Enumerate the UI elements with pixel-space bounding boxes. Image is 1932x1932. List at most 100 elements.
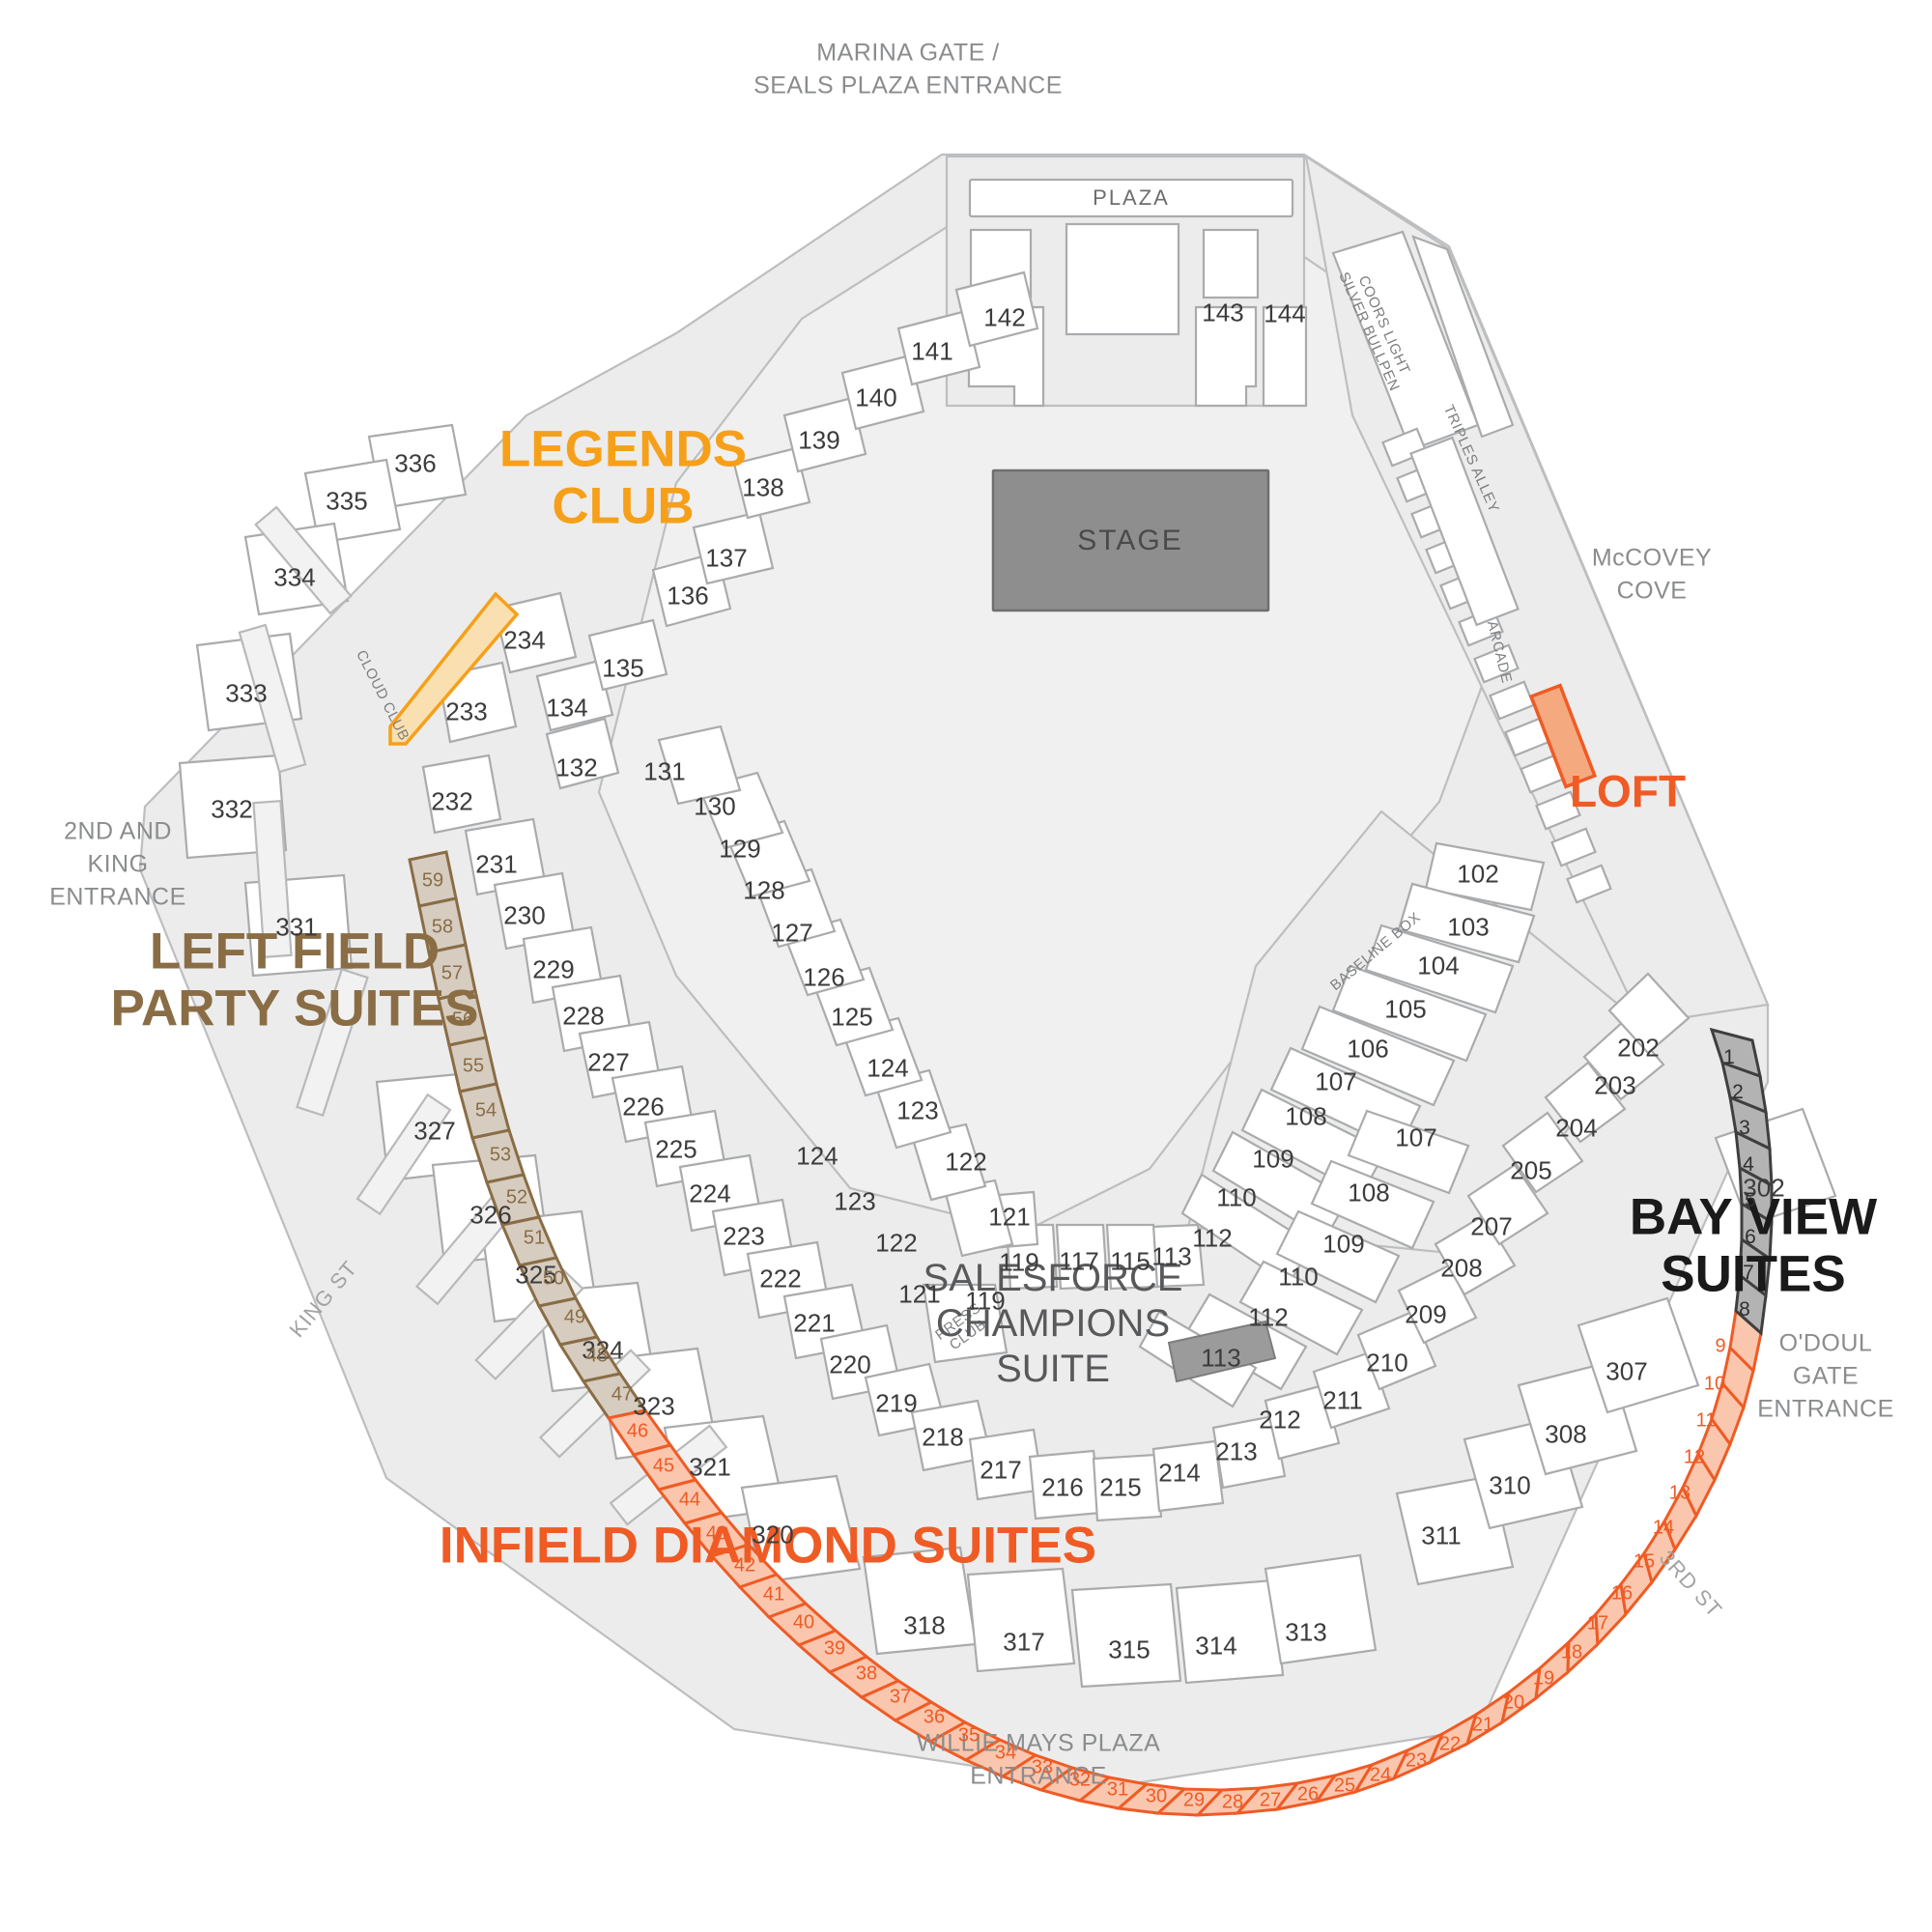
infield-suite-34[interactable]: 34: [994, 1742, 1017, 1764]
infield-diamond-suites-block: [606, 1308, 1763, 1817]
bay-view-suite-5[interactable]: 5: [1745, 1189, 1756, 1211]
infield-suite-23[interactable]: 23: [1405, 1749, 1428, 1772]
section-104: 104: [1417, 951, 1460, 980]
section-212: 212: [1259, 1405, 1301, 1435]
section-216: 216: [1041, 1472, 1084, 1502]
section-214: 214: [1158, 1458, 1201, 1488]
left-field-suite-51[interactable]: 51: [523, 1227, 546, 1249]
infield-suite-27[interactable]: 27: [1259, 1789, 1282, 1811]
legend-loft: LOFT: [1569, 766, 1687, 817]
infield-suite-28[interactable]: 28: [1221, 1791, 1244, 1813]
left-field-suite-59[interactable]: 59: [421, 869, 444, 892]
section-126: 126: [803, 962, 845, 992]
section-108: 108: [1348, 1178, 1390, 1208]
entrance-odoul-gate: O'DOUL GATE ENTRANCE: [1757, 1329, 1894, 1422]
infield-suite-39[interactable]: 39: [823, 1637, 846, 1660]
left-field-suite-53[interactable]: 53: [489, 1144, 512, 1166]
bay-view-suite-6[interactable]: 6: [1745, 1226, 1756, 1248]
infield-suite-29[interactable]: 29: [1182, 1789, 1206, 1811]
section-211: 211: [1322, 1385, 1363, 1415]
infield-suite-45[interactable]: 45: [652, 1455, 675, 1477]
left-field-suite-57[interactable]: 57: [440, 962, 464, 984]
bay-view-suite-7[interactable]: 7: [1743, 1262, 1754, 1284]
section-219: 219: [875, 1388, 918, 1418]
left-field-suite-48[interactable]: 48: [585, 1345, 609, 1367]
section-332: 332: [211, 794, 253, 824]
section-220: 220: [829, 1350, 871, 1379]
infield-suite-18[interactable]: 18: [1560, 1641, 1583, 1663]
bay-view-suite-4[interactable]: 4: [1743, 1153, 1754, 1176]
infield-suite-41[interactable]: 41: [762, 1583, 785, 1605]
left-field-suite-52[interactable]: 52: [505, 1186, 528, 1208]
infield-suite-16[interactable]: 16: [1610, 1582, 1634, 1605]
section-315: 315: [1108, 1634, 1151, 1664]
infield-suite-33[interactable]: 33: [1031, 1756, 1054, 1778]
infield-suite-14[interactable]: 14: [1652, 1517, 1675, 1539]
infield-suite-46[interactable]: 46: [626, 1420, 649, 1442]
section-231: 231: [475, 849, 518, 879]
infield-suite-36[interactable]: 36: [923, 1706, 946, 1728]
section-217: 217: [980, 1455, 1022, 1485]
infield-suite-12[interactable]: 12: [1683, 1446, 1706, 1468]
bay-view-suite-1[interactable]: 1: [1723, 1046, 1735, 1068]
infield-suite-32[interactable]: 32: [1068, 1769, 1092, 1791]
infield-suite-43[interactable]: 43: [705, 1522, 728, 1545]
section-218: 218: [922, 1422, 964, 1452]
bay-view-suite-3[interactable]: 3: [1739, 1117, 1750, 1139]
left-field-suite-58[interactable]: 58: [431, 916, 454, 938]
section-106: 106: [1347, 1034, 1389, 1064]
left-field-suite-49[interactable]: 49: [563, 1306, 586, 1328]
section-107: 107: [1395, 1122, 1437, 1152]
infield-suite-9[interactable]: 9: [1715, 1335, 1726, 1357]
section-318: 318: [903, 1610, 946, 1640]
infield-suite-40[interactable]: 40: [792, 1611, 815, 1634]
section-311: 311: [1421, 1520, 1462, 1550]
infield-suite-30[interactable]: 30: [1145, 1785, 1168, 1807]
section-230: 230: [503, 900, 546, 930]
section-130: 130: [694, 791, 736, 821]
left-field-party-suites-block: [408, 850, 648, 1420]
infield-suite-42[interactable]: 42: [733, 1554, 756, 1577]
salesforce-champions-suite-block: [1167, 1320, 1277, 1383]
left-field-suite-47[interactable]: 47: [611, 1383, 634, 1406]
legend-legends-club: LEGENDS CLUB: [498, 420, 748, 535]
infield-suite-10[interactable]: 10: [1703, 1373, 1726, 1395]
bay-view-suite-2[interactable]: 2: [1732, 1081, 1744, 1103]
section-124: 124: [867, 1053, 909, 1083]
infield-suite-21[interactable]: 21: [1471, 1714, 1494, 1736]
infield-suite-26[interactable]: 26: [1296, 1783, 1320, 1805]
section-137: 137: [705, 543, 748, 573]
infield-suite-13[interactable]: 13: [1668, 1482, 1691, 1504]
section-139: 139: [798, 425, 840, 455]
infield-suite-11[interactable]: 11: [1695, 1409, 1717, 1432]
section-227: 227: [587, 1047, 630, 1077]
infield-suite-22[interactable]: 22: [1438, 1733, 1462, 1755]
section-331: 331: [275, 912, 318, 942]
left-field-suite-56[interactable]: 56: [451, 1009, 474, 1031]
infield-suite-19[interactable]: 19: [1532, 1667, 1555, 1690]
infield-suite-20[interactable]: 20: [1502, 1691, 1525, 1714]
infield-suite-37[interactable]: 37: [889, 1686, 912, 1708]
section-210: 210: [1366, 1348, 1408, 1378]
bay-view-suite-8[interactable]: 8: [1739, 1298, 1750, 1321]
section-313: 313: [1285, 1617, 1327, 1647]
section-140: 140: [855, 383, 897, 412]
infield-suite-25[interactable]: 25: [1333, 1775, 1356, 1797]
infield-suite-24[interactable]: 24: [1369, 1764, 1392, 1786]
infield-suite-15[interactable]: 15: [1633, 1550, 1656, 1573]
left-field-suite-50[interactable]: 50: [542, 1267, 565, 1290]
infield-suite-31[interactable]: 31: [1106, 1778, 1129, 1801]
plaza-label: PLAZA: [1093, 185, 1170, 210]
section-205: 205: [1510, 1155, 1552, 1185]
infield-suite-44[interactable]: 44: [678, 1489, 701, 1511]
infield-suite-17[interactable]: 17: [1586, 1612, 1609, 1634]
section-102: 102: [1457, 859, 1499, 889]
left-field-suite-55[interactable]: 55: [462, 1055, 485, 1077]
infield-suite-38[interactable]: 38: [855, 1662, 878, 1685]
left-field-suite-54[interactable]: 54: [474, 1099, 497, 1122]
section-213: 213: [1215, 1436, 1258, 1466]
section-112: 112: [1192, 1223, 1233, 1253]
infield-suite-35[interactable]: 35: [957, 1724, 980, 1747]
entrance-willie-mays-plaza: WILLIE MAYS PLAZA ENTRANCE: [916, 1729, 1161, 1789]
